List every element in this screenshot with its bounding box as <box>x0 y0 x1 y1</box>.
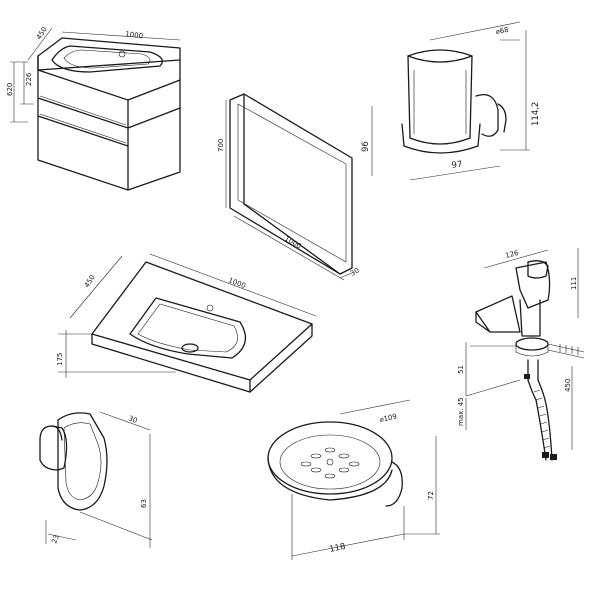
faucet-body-label: 51 <box>457 365 465 374</box>
mirror-drawing: 700 1000 30 <box>217 93 361 281</box>
basin-depth-label: 450 <box>83 273 97 289</box>
vanity-depth-label: 450 <box>35 25 49 41</box>
glass-total-label: 114,2 <box>531 102 541 126</box>
vanity-width-label: 1000 <box>125 30 144 40</box>
soap-dish-drawing: ⌀109 72 118 <box>267 399 440 560</box>
hook-height-label: 63 <box>140 499 148 508</box>
basin-height-label: 175 <box>56 353 64 366</box>
vanity-drawer-label: 226 <box>25 72 33 86</box>
hook-width-label: 30 <box>127 414 138 425</box>
vanity-unit-drawing: 450 1000 226 620 <box>6 25 181 191</box>
glass-diameter-label: ⌀68 <box>495 26 509 36</box>
mirror-height-label: 700 <box>217 139 225 152</box>
soap-height-label: 72 <box>427 491 435 500</box>
faucet-drawing: 126 111 51 max. 45 450 <box>457 248 585 461</box>
hose-pattern <box>533 389 551 449</box>
glass-projection-label: 97 <box>451 160 463 171</box>
vanity-height-label: 620 <box>6 83 14 96</box>
faucet-hose-label: 450 <box>564 379 572 392</box>
basin-drawing: 450 1000 175 <box>56 253 317 393</box>
hook-depth-label: 23 <box>50 534 61 545</box>
faucet-max-label: max. 45 <box>457 397 465 426</box>
mirror-depth-label: 30 <box>349 266 361 277</box>
faucet-top-label: 126 <box>505 249 520 260</box>
mirror-width-label: 1000 <box>283 235 302 251</box>
towel-hook-drawing: 30 63 23 <box>39 411 153 548</box>
soap-width-label: 118 <box>329 542 347 555</box>
glass-height-label: 96 <box>361 141 371 152</box>
glass-holder-drawing: ⌀68 114,2 96 97 <box>361 21 541 181</box>
basin-width-label: 1000 <box>227 276 246 290</box>
faucet-spout-label: 111 <box>570 277 578 290</box>
soap-dish-drain-pattern <box>300 447 360 479</box>
soap-diameter-label: ⌀109 <box>379 412 398 423</box>
